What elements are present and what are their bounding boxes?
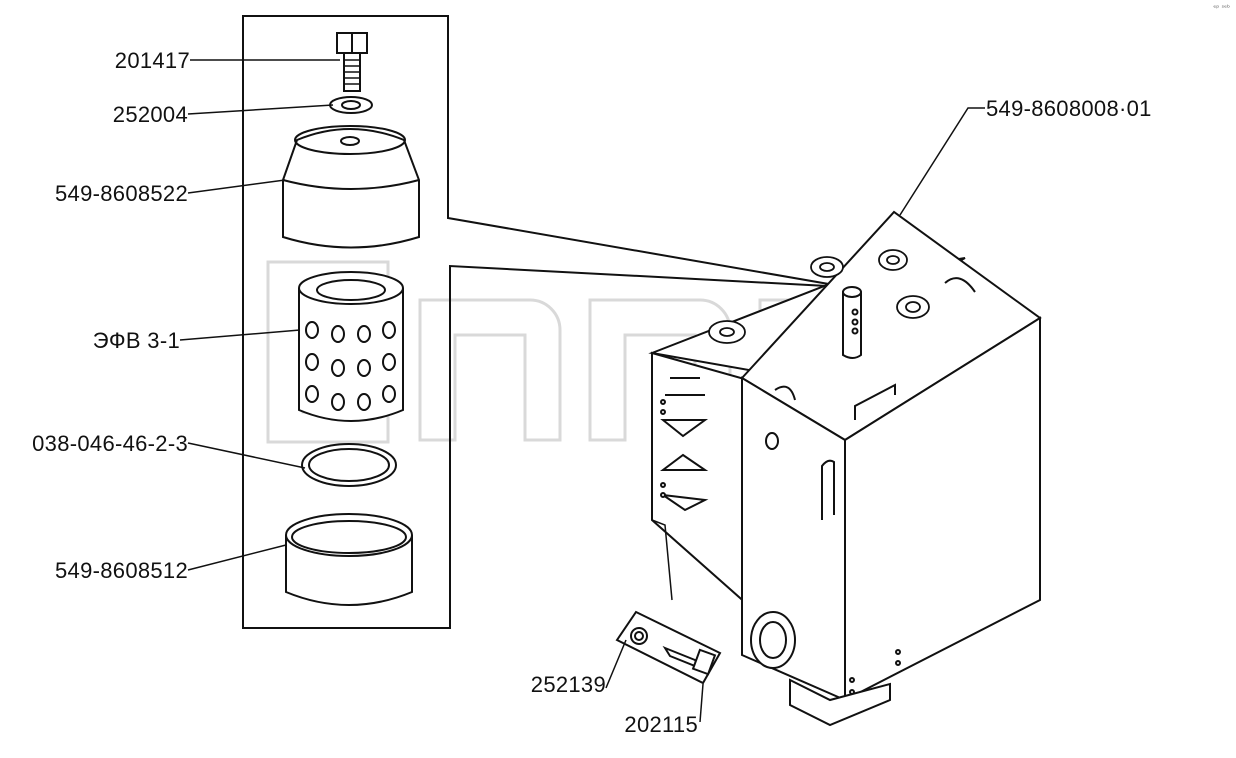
callout-201417: 201417 (114, 48, 190, 73)
washer-top-part (329, 96, 373, 114)
detail-inset (615, 610, 722, 685)
callout-549-8608512: 549-8608512 (55, 558, 188, 583)
sleeve-part (285, 513, 413, 606)
callout-038-046-46-2-3: 038-046-46-2-3 (32, 431, 188, 456)
callout-549-8608008-01: 549-8608008·01 (986, 96, 1152, 121)
callout-efv-3-1: ЭФВ 3-1 (92, 328, 180, 353)
callout-252004: 252004 (112, 102, 188, 127)
callout-549-8608522: 549-8608522 (55, 181, 188, 206)
callout-202115: 202115 (624, 712, 698, 737)
tank-assembly-part (648, 210, 1042, 727)
seal-ring-part (301, 443, 397, 487)
leader-lines (179, 59, 985, 723)
bolt-top-part (336, 32, 368, 92)
filter-element-part (298, 271, 404, 422)
cap-part (282, 125, 420, 249)
exploded-view-frame (242, 15, 847, 629)
callout-252139: 252139 (530, 672, 606, 697)
corner-mark: ᵉᵖ ˢᵉᵇ (1213, 4, 1230, 12)
